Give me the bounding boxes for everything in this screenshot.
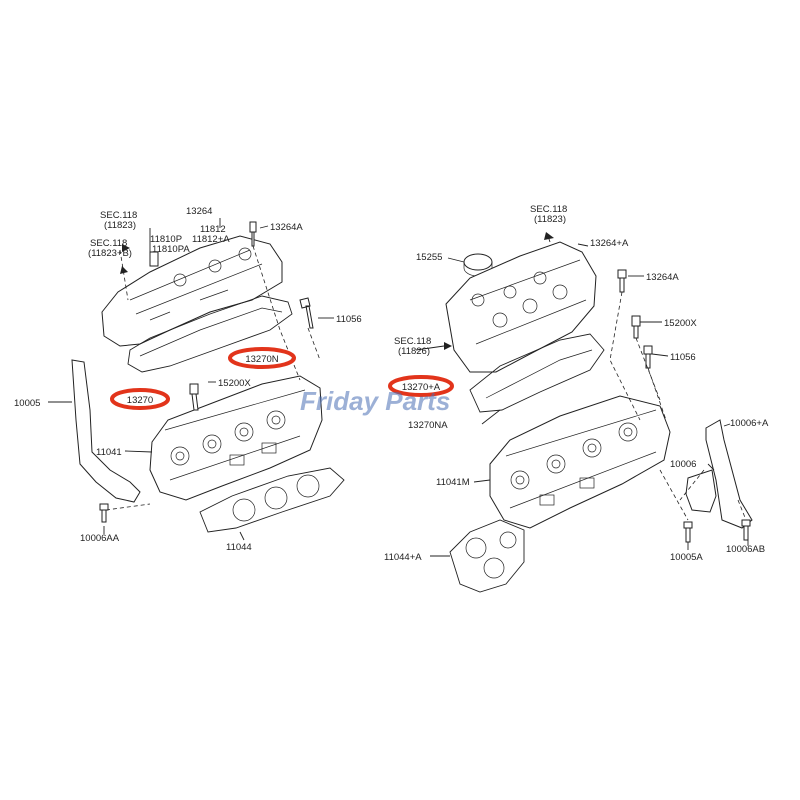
rocker-cover-gasket-left bbox=[127, 295, 293, 373]
label-11056-right: 11056 bbox=[670, 352, 696, 363]
label-11812a: 11812+A bbox=[192, 234, 230, 245]
label-sec118-11826: SEC.118 (11826) bbox=[394, 336, 434, 357]
bolt-10006ab bbox=[741, 519, 751, 541]
label-sec118-11823-left: SEC.118 (11823) bbox=[100, 210, 140, 231]
label-13264a-right: 13264A bbox=[646, 272, 679, 283]
label-13270a: 13270+A bbox=[402, 382, 441, 393]
highlight-13270 bbox=[110, 388, 170, 410]
label-11810p: 11810P bbox=[150, 234, 182, 245]
label-11056-left: 11056 bbox=[336, 314, 362, 325]
head-gasket-left bbox=[199, 467, 345, 533]
label-11041m: 11041M bbox=[436, 477, 470, 488]
left-cylinder-head-assembly: SEC.118 (11823) SEC.118 (11823+B) 13264 … bbox=[14, 206, 362, 553]
label-10005a: 10005A bbox=[670, 552, 703, 563]
rocker-cover-gasket-right bbox=[469, 333, 605, 413]
rocker-cover-left bbox=[101, 235, 283, 347]
bolt-13264a-left bbox=[249, 221, 257, 247]
label-11810pa: 11810PA bbox=[152, 244, 190, 255]
bolt-10006aa bbox=[99, 503, 109, 523]
label-13264a-left: 13264A bbox=[270, 222, 303, 233]
label-10006: 10006 bbox=[670, 459, 696, 470]
label-sec118-11823-right: SEC.118 (11823) bbox=[530, 204, 570, 225]
label-15200x-right: 15200X bbox=[664, 318, 697, 329]
arrow-icon-sec118-right-b bbox=[444, 342, 452, 350]
bolt-11056-left bbox=[299, 297, 314, 329]
arrow-icon-sec118-left-a bbox=[122, 244, 130, 252]
cylinder-head-left bbox=[149, 375, 323, 501]
label-10006a: 10006+A bbox=[730, 418, 769, 429]
label-13264a-plus: 13264+A bbox=[590, 238, 629, 249]
label-15200x-left: 15200X bbox=[218, 378, 251, 389]
sensor-15200x-left bbox=[189, 383, 199, 411]
label-10005: 10005 bbox=[14, 398, 40, 409]
label-sec118-11823b: SEC.118 (11823+B) bbox=[88, 238, 132, 259]
watermark-logo: Friday Parts bbox=[300, 386, 450, 416]
bolt-13264a-right bbox=[617, 269, 627, 293]
label-11812: 11812 bbox=[200, 224, 226, 235]
label-11044: 11044 bbox=[226, 542, 252, 553]
bolt-10005a bbox=[683, 521, 693, 543]
highlight-13270n bbox=[228, 347, 296, 369]
label-13264: 13264 bbox=[186, 206, 212, 217]
sensor-15200x-right bbox=[631, 315, 641, 339]
oil-filler-cap bbox=[463, 253, 493, 271]
highlight-13270a bbox=[388, 375, 454, 397]
label-15255: 15255 bbox=[416, 252, 442, 263]
arrow-icon-sec118-right-a bbox=[544, 232, 554, 240]
bracket-10006 bbox=[685, 469, 717, 513]
label-11044a: 11044+A bbox=[384, 552, 422, 563]
label-10006aa: 10006AA bbox=[80, 533, 120, 544]
rear-engine-bracket bbox=[71, 359, 141, 503]
valve-11810p bbox=[149, 251, 159, 267]
label-13270na: 13270NA bbox=[408, 420, 448, 431]
label-10006ab: 10006AB bbox=[726, 544, 765, 555]
arrow-icon-sec118-left-b bbox=[120, 266, 128, 274]
label-11041: 11041 bbox=[96, 447, 122, 458]
bolt-11056-right bbox=[643, 345, 653, 369]
label-13270n: 13270N bbox=[245, 354, 278, 365]
head-gasket-right bbox=[449, 519, 525, 593]
cylinder-head-right bbox=[489, 395, 671, 529]
right-cylinder-head-assembly: SEC.118 (11823) 13264+A 15255 13264A 152… bbox=[384, 204, 769, 593]
label-13270: 13270 bbox=[127, 395, 153, 406]
rocker-cover-right bbox=[445, 241, 597, 373]
